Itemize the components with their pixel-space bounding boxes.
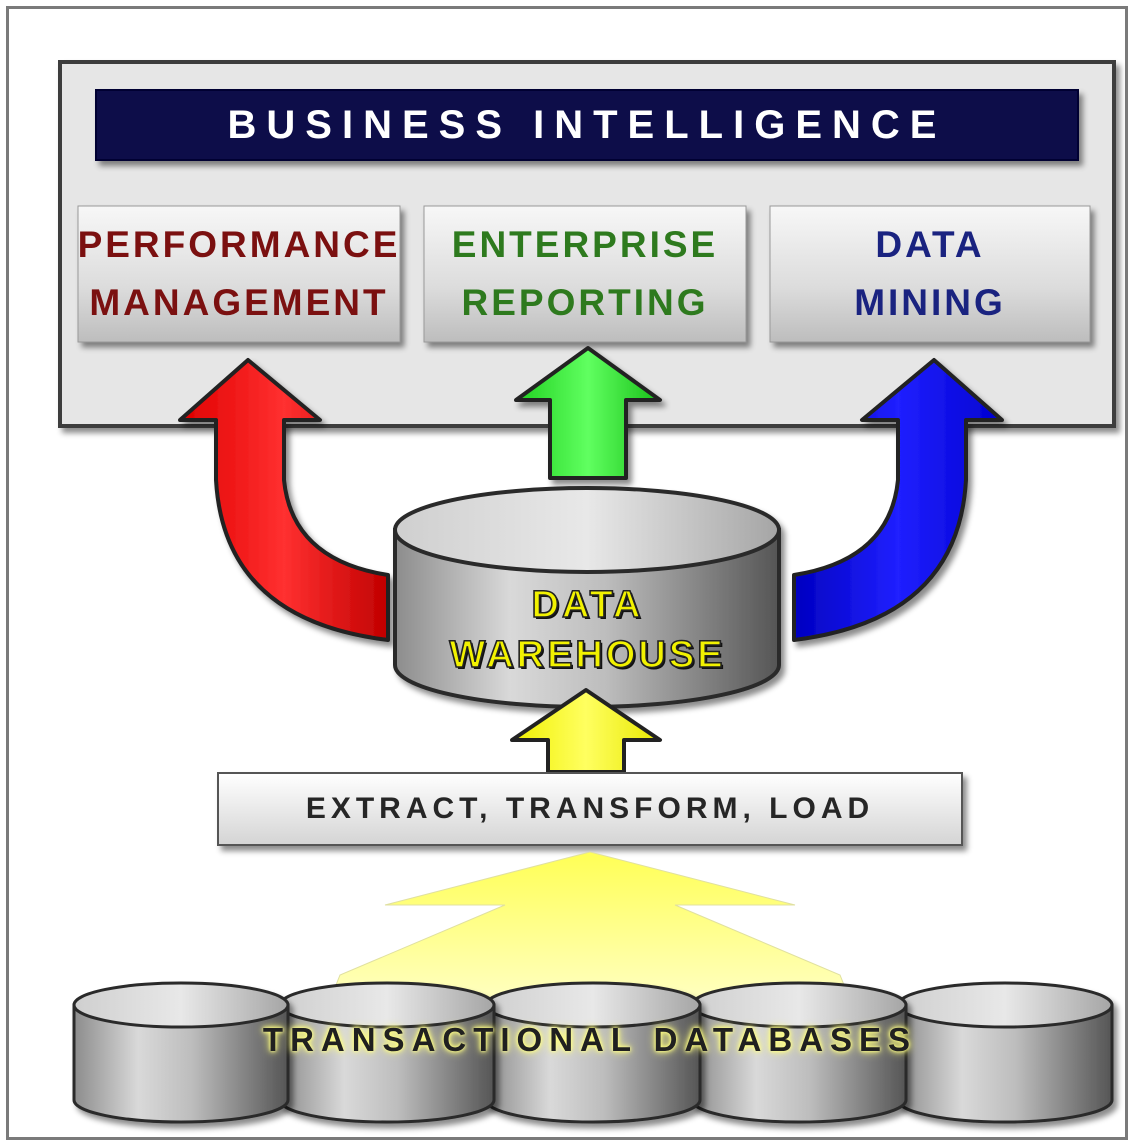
blue-curved-arrow <box>792 358 1004 642</box>
performance-management-box <box>77 205 401 343</box>
database-cylinder <box>896 981 1114 1124</box>
data-warehouse-cylinder <box>393 486 781 709</box>
bi-title: BUSINESS INTELLIGENCE <box>227 102 947 147</box>
database-cylinder <box>72 981 290 1124</box>
database-cylinder <box>484 981 702 1124</box>
enterprise-reporting-label: ENTERPRISE REPORTING <box>451 224 719 323</box>
red-curved-arrow <box>178 358 390 642</box>
bi-title-bar <box>95 89 1079 161</box>
transactional-databases-label: TRANSACTIONAL DATABASES <box>262 1021 918 1058</box>
database-cylinder <box>278 981 496 1124</box>
etl-box <box>217 772 963 846</box>
green-arrow <box>514 346 662 480</box>
data-mining-box <box>769 205 1091 343</box>
funnel-arrow <box>329 851 851 1001</box>
data-mining-label: DATA MINING <box>854 224 1006 323</box>
data-warehouse-label: DATA WAREHOUSE <box>449 583 726 677</box>
yellow-arrow <box>510 688 662 774</box>
etl-label: EXTRACT, TRANSFORM, LOAD <box>305 792 875 825</box>
database-cylinder <box>690 981 908 1124</box>
performance-management-label: PERFORMANCE MANAGEMENT <box>77 224 401 323</box>
enterprise-reporting-box <box>423 205 747 343</box>
